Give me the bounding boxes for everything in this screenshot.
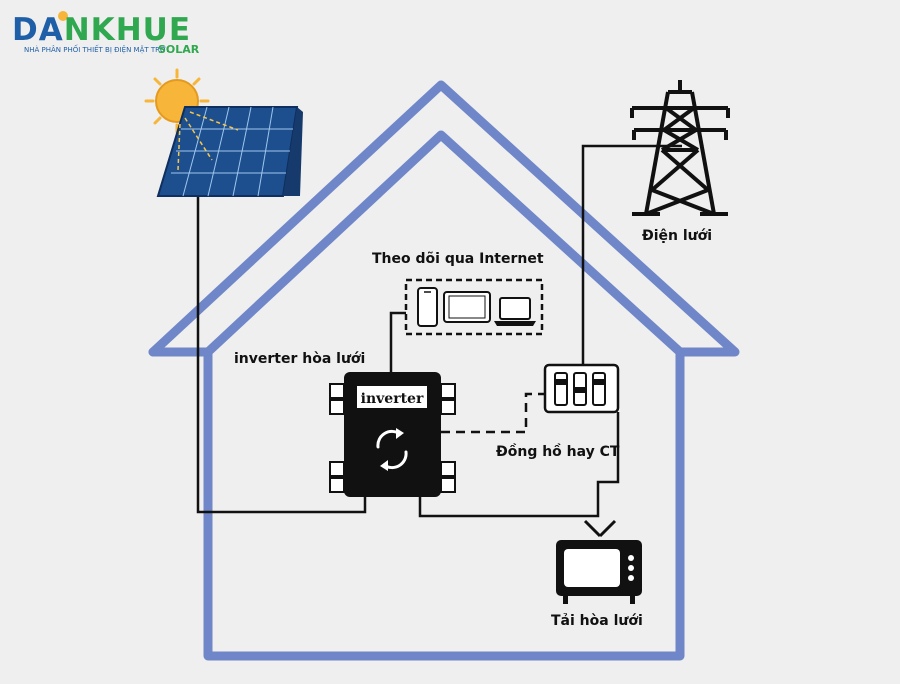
inverter-label: inverter hòa lưới	[234, 351, 366, 367]
monitoring-devices	[404, 278, 544, 336]
meter-icon	[543, 363, 620, 414]
phone-icon	[417, 287, 438, 327]
power-tower-icon	[630, 80, 730, 216]
grid-label: Điện lưới	[642, 228, 713, 244]
solar-panel-icon	[156, 106, 303, 197]
brand-part2: NKHUE	[63, 12, 191, 48]
inverter-icon: inverter	[329, 372, 456, 497]
brand-solar: SOLAR	[158, 43, 200, 56]
load-label: Tải hòa lưới	[551, 613, 643, 629]
brand-logo: DANKHUE	[12, 14, 191, 46]
laptop-icon	[494, 297, 536, 326]
tablet-icon	[443, 291, 491, 323]
tv-icon	[556, 519, 642, 604]
meter-label: Đồng hồ hay CT	[496, 444, 620, 460]
brand-part1: DA	[12, 12, 64, 48]
house-outline	[148, 80, 740, 661]
inverter-text: inverter	[361, 391, 424, 407]
logo-sun-icon	[58, 11, 68, 21]
monitoring-label: Theo dõi qua Internet	[372, 251, 544, 267]
brand-tagline: NHÀ PHÂN PHỐI THIẾT BỊ ĐIỆN MẶT TRỜI	[24, 46, 169, 54]
wiring	[196, 144, 682, 518]
